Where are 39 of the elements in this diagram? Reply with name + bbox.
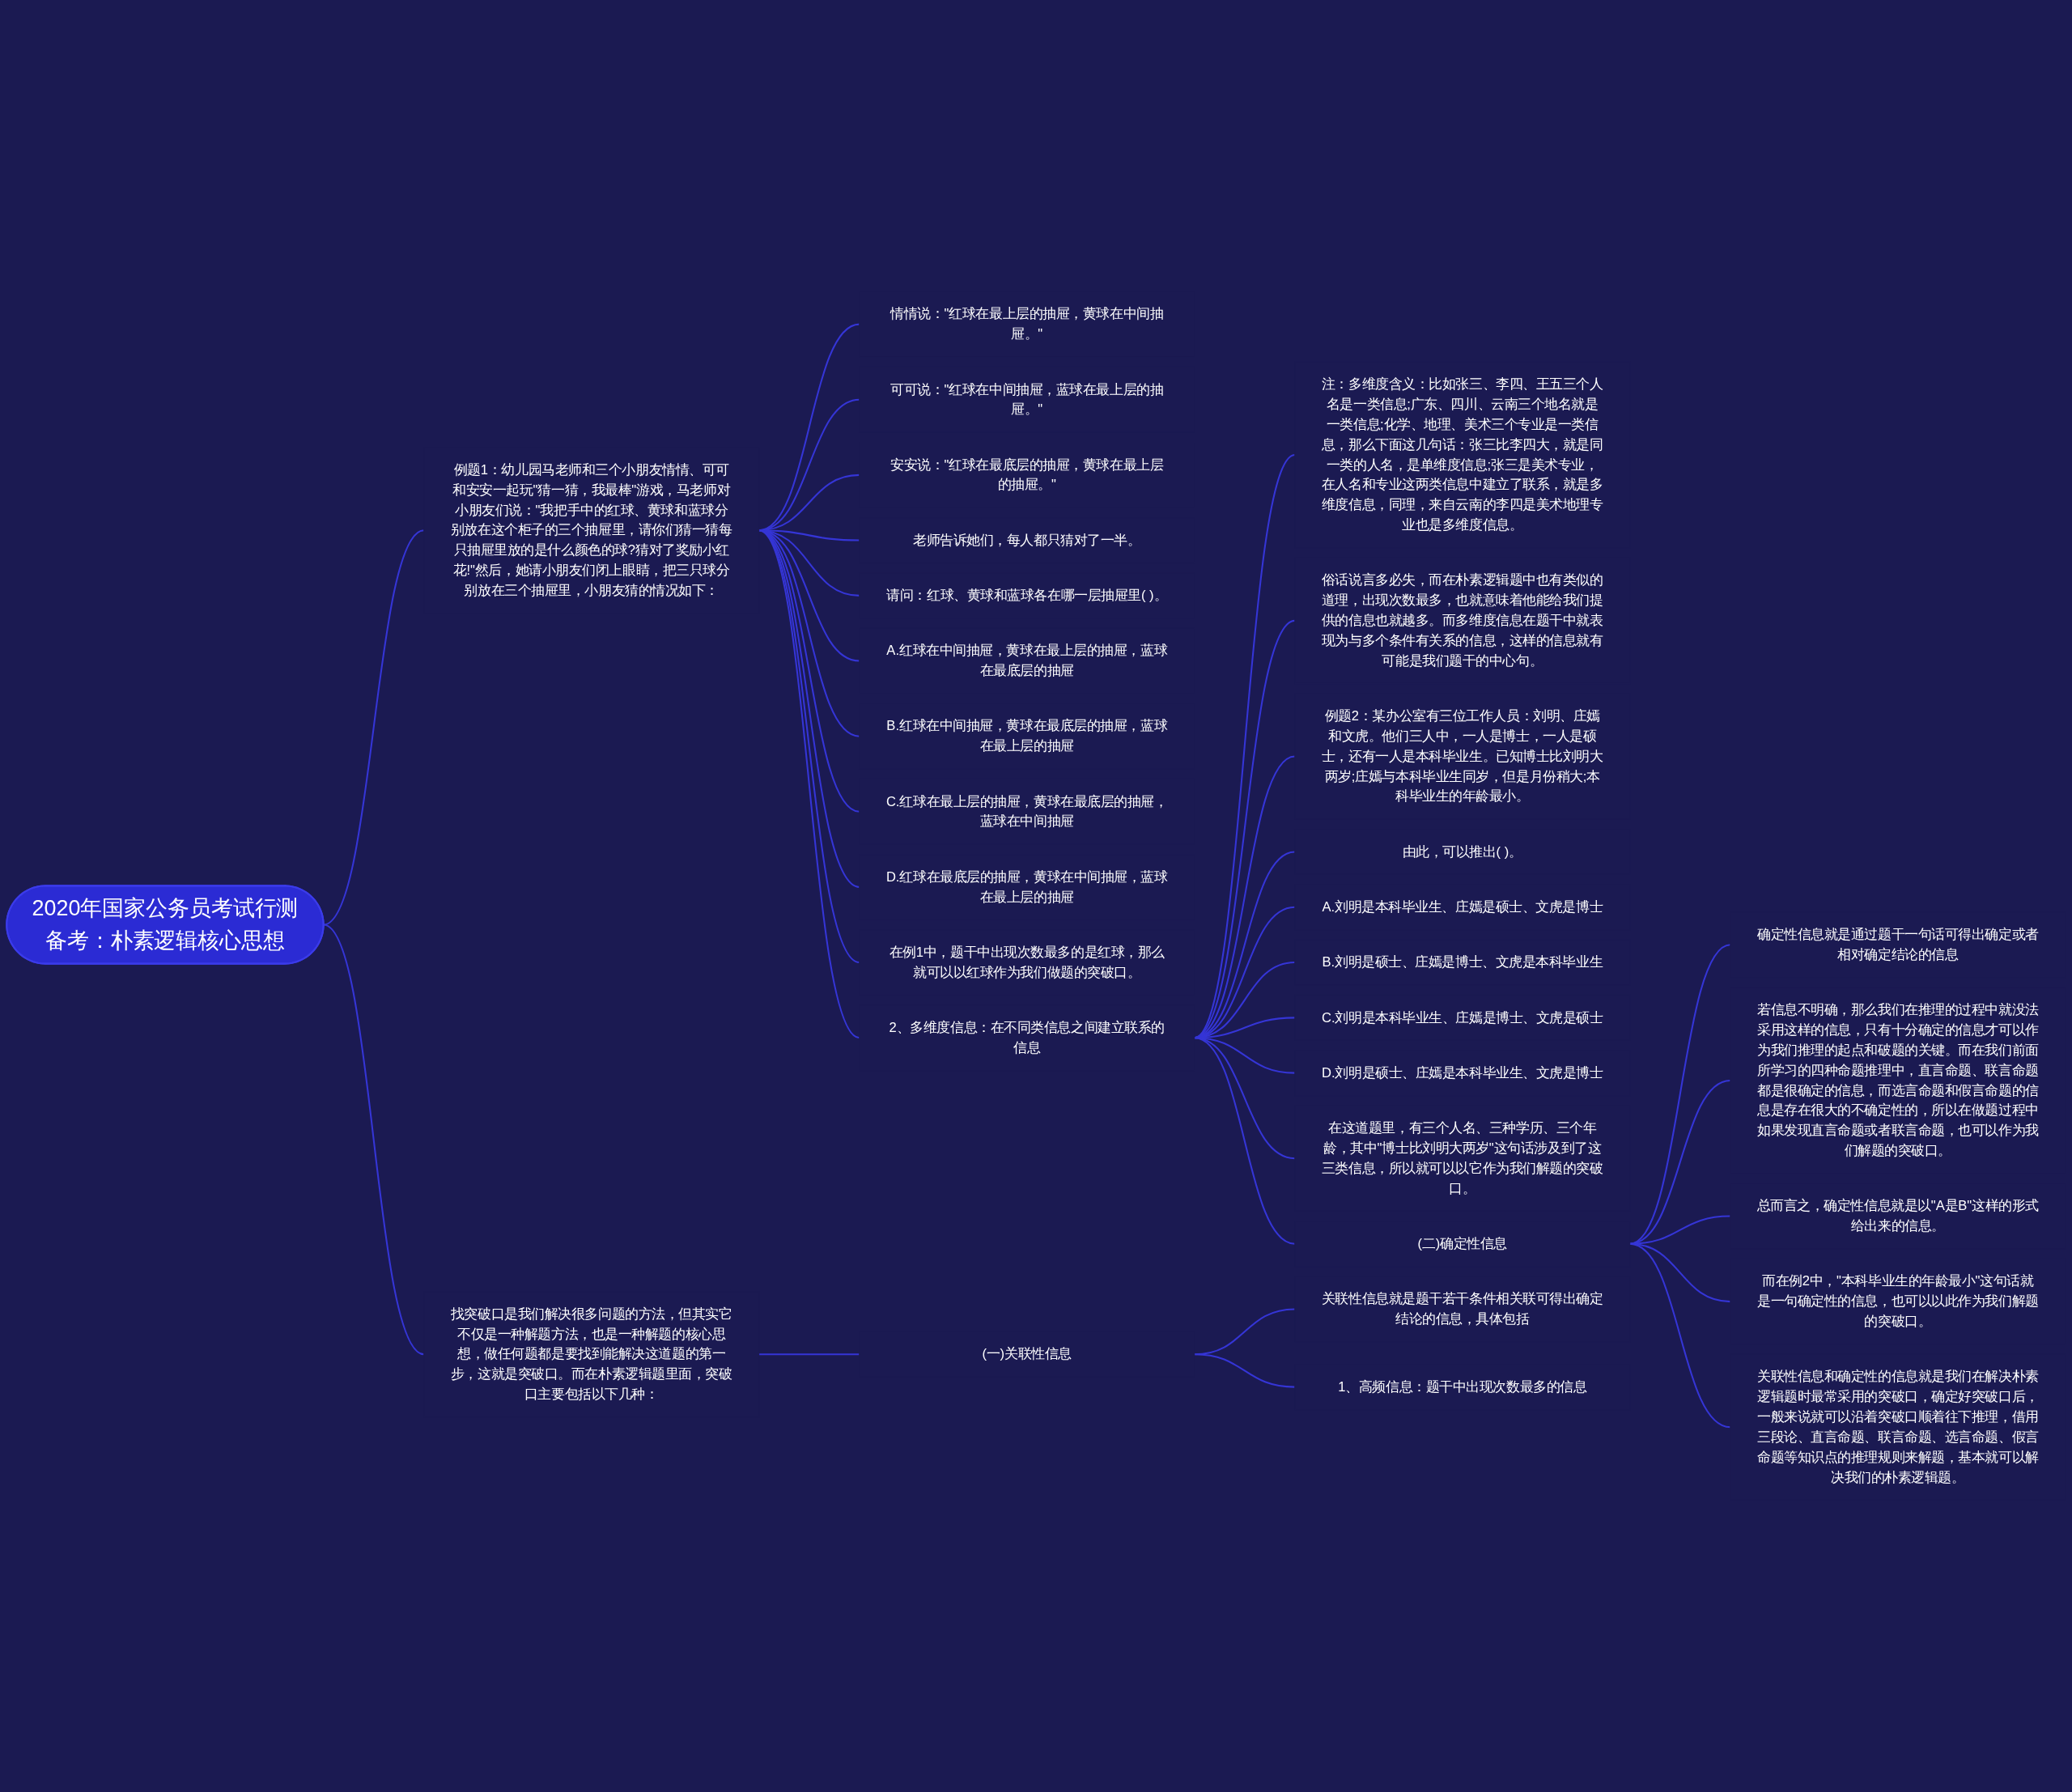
node-text: B.红球在中间抽屉，黄球在最底层的抽屉，蓝球在最上层的抽屉 (886, 719, 1168, 754)
node-text: B.刘明是硕士、庄嫣是博士、文虎是本科毕业生 (1322, 954, 1603, 970)
node-text: 总而言之，确定性信息就是以"A是B"这样的形式给出来的信息。 (1756, 1199, 2039, 1234)
node-text: 而在例2中，"本科毕业生的年龄最小"这句话就是一句确定性的信息，也可以以此作为我们解题的突破口。 (1756, 1274, 2039, 1329)
connector (1629, 944, 1731, 1245)
node-text: 情情说："红球在最上层的抽屉，黄球在中间抽屉。" (890, 307, 1164, 342)
node-text: 找突破口是我们解决很多问题的方法，但其实它不仅是一种解题方法，也是一种解题的核心思想，做任何题都是要找到能解决这道题的第一步，这就是突破口。而在朴素逻辑题里面，突破口主要包括以下几种： (450, 1306, 732, 1402)
node-text: 例题2：某办公室有三位工作人员：刘明、庄嫣和文虎。他们三人中，一人是博士，一人是硕士，还有一人是本科毕业生。已知博士比刘明大两岁;庄嫣与本科毕业生同岁，但是月份稍大;本科毕业生的年龄最小。 (1321, 708, 1603, 804)
connector (1194, 1353, 1295, 1388)
node-text: 关联性信息和确定性的信息就是我们在解决朴素逻辑题时最常采用的突破口，确定好突破口后，一般来说就可以沿着突破口顺着往下推理，借用三段论、直言命题、联言命题、选言命题、假言命题等知识点的推理规则来解题，基本就可以解决我们的朴素逻辑题。 (1756, 1369, 2039, 1484)
node-text: D.红球在最底层的抽屉，黄球在中间抽屉，蓝球在最上层的抽屉 (885, 869, 1168, 904)
node-text: 确定性信息就是通过题干一句话可得出确定或者相对确定结论的信息 (1756, 927, 2039, 962)
node-text: D.刘明是硕士、庄嫣是本科毕业生、文虎是博士 (1321, 1065, 1603, 1081)
connector (758, 529, 860, 813)
node-text: 1、高频信息：题干中出现次数最多的信息 (1338, 1379, 1587, 1395)
node-text: 2、多维度信息：在不同类信息之间建立联系的信息 (889, 1020, 1165, 1055)
node-text: A.刘明是本科毕业生、庄嫣是硕士、文虎是博士 (1322, 899, 1603, 915)
node-text: 注：多维度含义：比如张三、李四、王五三个人名是一类信息;广东、四川、云南三个地名就是一类信息;化学、地理、美术三个专业是一类信息，那么下面这几句话：张三比李四大，就是同一类的人名，是单维度信息;张三是美术专业，在人名和专业这两类信息中建立了联系，就是多维度信息，同理，来自云南的李四是美术地理专业也是多维度信息。 (1321, 377, 1603, 533)
node-text: C.红球在最上层的抽屉，黄球在最底层的抽屉，蓝球在中间抽屉 (885, 794, 1168, 829)
connector (758, 529, 860, 889)
node-text: 可可说："红球在中间抽屉，蓝球在最上层的抽屉。" (890, 382, 1164, 417)
connector (758, 529, 860, 1039)
connector (758, 529, 860, 964)
node-text: 关联性信息就是题干若干条件相关联可得出确定结论的信息，具体包括 (1321, 1291, 1603, 1327)
node-text: (一)关联性信息 (982, 1347, 1072, 1361)
node-text: 安安说："红球在最底层的抽屉，黄球在最上层的抽屉。" (890, 457, 1164, 492)
node-text: 由此，可以推出( )。 (1402, 844, 1522, 859)
node-text: 老师告诉她们，每人都只猜对了一半。 (913, 533, 1141, 548)
connector (1629, 1080, 1731, 1245)
node-text: A.红球在中间抽屉，黄球在最上层的抽屉，蓝球在最底层的抽屉 (886, 643, 1168, 678)
node-text: 例题1：幼儿园马老师和三个小朋友情情、可可和安安一起玩"猜一猜，我最棒"游戏，马老师对小朋友们说："我把手中的红球、黄球和蓝球分别放在这个柜子的三个抽屉里，请你们猜一猜每只抽屉里放的是什么颜色的球?猜对了奖励小红花!"然后，她请小朋友们闭上眼睛，把三只球分别放在三个抽屉里，小朋友猜的情况如下： (450, 462, 732, 598)
node-text: 请问：红球、黄球和蓝球各在哪一层抽屉里( )。 (886, 588, 1168, 603)
node-text: (二)确定性信息 (1417, 1236, 1507, 1251)
node-text: C.刘明是本科毕业生、庄嫣是博士、文虎是硕士 (1321, 1010, 1603, 1025)
node-text: 在这道题里，有三个人名、三种学历、三个年龄，其中"博士比刘明大两岁"这句话涉及到了这三类信息，所以就可以以它作为我们解题的突破口。 (1321, 1120, 1603, 1195)
connector (758, 1353, 860, 1356)
node-text: 若信息不明确，那么我们在推理的过程中就没法采用这样的信息，只有十分确定的信息才可以作为我们推理的起点和破题的关键。而在我们前面所学习的四种命题推理中，直言命题、联言命题都是很确定的信息，而选言命题和假言命题的信息是存在很大的不确定性的，所以在做题过程中如果发现直言命题或者联言命题，也可以作为我们解题的突破口。 (1756, 1002, 2039, 1158)
node-text: 俗话说言多必失，而在朴素逻辑题中也有类似的道理，出现次数最多，也就意味着他能给我们提供的信息也就越多。而多维度信息在题干中就表现为与多个条件有关系的信息，这样的信息就有可能是我们题干的中心句。 (1321, 573, 1603, 669)
node-text: 在例1中，题干中出现次数最多的是红球，那么就可以以红球作为我们做题的突破口。 (889, 945, 1165, 979)
